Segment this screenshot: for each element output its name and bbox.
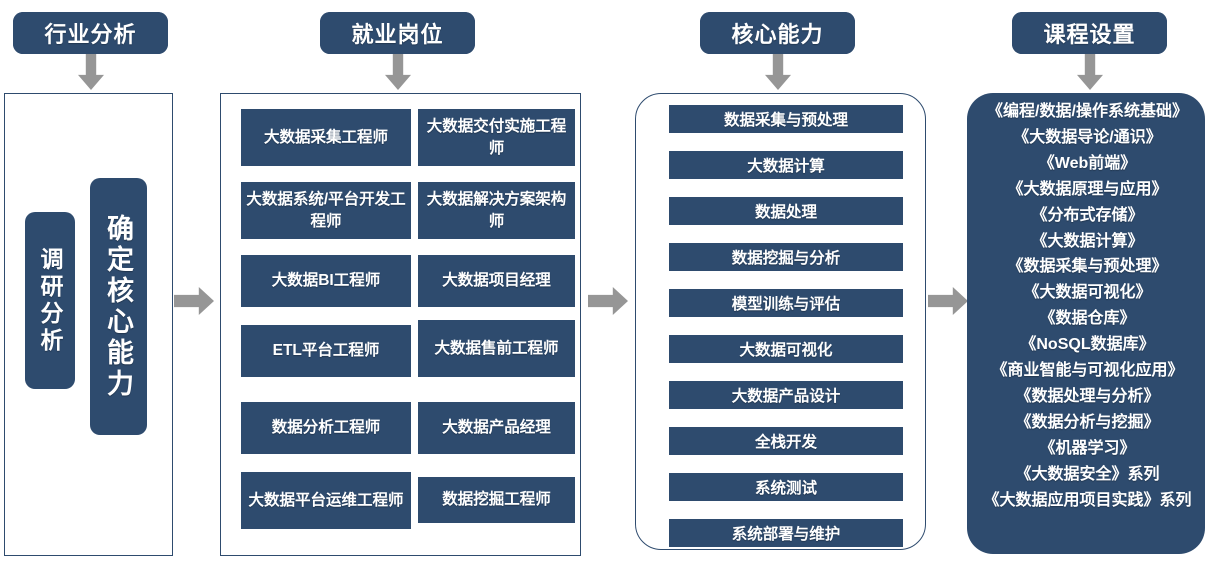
job-card-label: 数据挖掘工程师 — [442, 491, 551, 508]
ability-bar-label: 模型训练与评估 — [731, 296, 841, 313]
ability-bar-label: 系统测试 — [754, 480, 817, 497]
ability-bar-label: 大数据产品设计 — [731, 388, 841, 405]
course-item[interactable]: 《数据处理与分析》 — [1015, 387, 1160, 405]
course-item[interactable]: 《数据采集与预处理》 — [1007, 258, 1168, 276]
ability-bar-label: 数据挖掘与分析 — [731, 250, 841, 267]
ability-bar[interactable]: 数据采集与预处理 — [669, 105, 903, 133]
right-arrow-2 — [588, 287, 628, 315]
ability-bar[interactable]: 大数据计算 — [669, 151, 903, 179]
job-card-label: 大数据采集工程师 — [263, 128, 388, 146]
industry-analysis-panel: 调研分析 确定核心能力 — [4, 93, 173, 556]
course-item[interactable]: 《编程/数据/操作系统基础》 — [987, 103, 1188, 120]
job-card[interactable]: 大数据BI工程师 — [241, 255, 411, 307]
course-item[interactable]: 《大数据导论/通识》 — [1013, 128, 1162, 146]
industry-research-box[interactable]: 调研分析 — [25, 212, 75, 389]
ability-bar-label: 系统部署与维护 — [731, 526, 841, 543]
ability-bar[interactable]: 大数据可视化 — [669, 335, 903, 363]
job-card[interactable]: 大数据产品经理 — [418, 402, 575, 454]
course-item[interactable]: 《机器学习》 — [1039, 439, 1136, 457]
job-card-label: 大数据售前工程师 — [434, 339, 559, 357]
ability-bar[interactable]: 大数据产品设计 — [669, 381, 903, 409]
job-card-label: 大数据系统/平台开发工程师 — [246, 190, 406, 230]
header-industry-analysis[interactable]: 行业分析 — [13, 12, 168, 54]
course-item[interactable]: 《Web前端》 — [1038, 154, 1137, 172]
job-card[interactable]: 大数据采集工程师 — [241, 109, 411, 166]
course-item[interactable]: 《数据仓库》 — [1039, 310, 1136, 328]
job-card[interactable]: 大数据交付实施工程师 — [418, 109, 575, 166]
ability-bar[interactable]: 数据处理 — [669, 197, 903, 225]
course-item[interactable]: 《NoSQL数据库》 — [1020, 336, 1155, 354]
down-arrow-jobs — [385, 54, 411, 90]
ability-bar[interactable]: 模型训练与评估 — [669, 289, 903, 317]
job-card-label: 大数据BI工程师 — [271, 272, 381, 289]
right-arrow-1 — [174, 287, 214, 315]
job-card-label: 大数据产品经理 — [442, 419, 551, 436]
course-item[interactable]: 《大数据应用项目实践》系列 — [983, 491, 1192, 509]
job-card[interactable]: 大数据解决方案架构师 — [418, 182, 575, 239]
industry-core-box[interactable]: 确定核心能力 — [90, 178, 147, 435]
industry-research-label: 调研分析 — [37, 246, 63, 355]
ability-bar-label: 数据采集与预处理 — [723, 112, 848, 129]
industry-core-label: 确定核心能力 — [103, 213, 133, 400]
job-card-label: 大数据解决方案架构师 — [426, 190, 567, 230]
ability-bar-label: 全栈开发 — [754, 434, 817, 451]
job-card-label: 数据分析工程师 — [271, 419, 381, 436]
header-employment-positions-label: 就业岗位 — [351, 22, 444, 47]
course-item[interactable]: 《分布式存储》 — [1031, 206, 1144, 224]
header-core-competencies-label: 核心能力 — [731, 22, 824, 47]
ability-bar-label: 大数据计算 — [747, 158, 825, 175]
job-card-label: ETL平台工程师 — [272, 342, 380, 359]
header-curriculum-label: 课程设置 — [1043, 22, 1136, 47]
course-item[interactable]: 《大数据计算》 — [1031, 232, 1144, 250]
job-card[interactable]: 大数据系统/平台开发工程师 — [241, 182, 411, 239]
job-card[interactable]: 数据挖掘工程师 — [418, 477, 575, 523]
job-card-label: 大数据交付实施工程师 — [426, 117, 567, 157]
job-card[interactable]: 大数据平台运维工程师 — [241, 472, 411, 529]
down-arrow-abilities — [765, 54, 791, 90]
core-abilities-panel: 数据采集与预处理 大数据计算 数据处理 数据挖掘与分析 模型训练与评估 大数据可… — [635, 93, 926, 550]
job-card[interactable]: 大数据售前工程师 — [418, 320, 575, 377]
ability-bar[interactable]: 数据挖掘与分析 — [669, 243, 903, 271]
header-core-competencies[interactable]: 核心能力 — [700, 12, 855, 54]
ability-bar-label: 数据处理 — [754, 204, 817, 221]
course-item[interactable]: 《大数据原理与应用》 — [1007, 180, 1168, 198]
course-item[interactable]: 《大数据可视化》 — [1023, 284, 1152, 302]
header-curriculum[interactable]: 课程设置 — [1012, 12, 1167, 54]
ability-bar-label: 大数据可视化 — [739, 342, 833, 359]
course-list: 《编程/数据/操作系统基础》 《大数据导论/通识》 《Web前端》 《大数据原理… — [960, 99, 1215, 514]
job-card[interactable]: 大数据项目经理 — [418, 255, 575, 307]
job-card-label: 大数据项目经理 — [442, 272, 551, 289]
job-card[interactable]: 数据分析工程师 — [241, 402, 411, 454]
down-arrow-courses — [1077, 54, 1103, 90]
job-card[interactable]: ETL平台工程师 — [241, 325, 411, 377]
header-industry-analysis-label: 行业分析 — [44, 22, 137, 47]
course-item[interactable]: 《大数据安全》系列 — [1015, 465, 1160, 483]
header-employment-positions[interactable]: 就业岗位 — [320, 12, 475, 54]
ability-bar[interactable]: 系统测试 — [669, 473, 903, 501]
ability-bar[interactable]: 系统部署与维护 — [669, 519, 903, 547]
course-item[interactable]: 《数据分析与挖掘》 — [1015, 413, 1160, 431]
course-item[interactable]: 《商业智能与可视化应用》 — [991, 362, 1184, 380]
jobs-panel: 大数据采集工程师 大数据系统/平台开发工程师 大数据BI工程师 ETL平台工程师… — [220, 93, 581, 556]
ability-bar[interactable]: 全栈开发 — [669, 427, 903, 455]
job-card-label: 大数据平台运维工程师 — [248, 491, 404, 509]
curriculum-panel — [967, 93, 1205, 554]
down-arrow-industry — [78, 54, 104, 90]
